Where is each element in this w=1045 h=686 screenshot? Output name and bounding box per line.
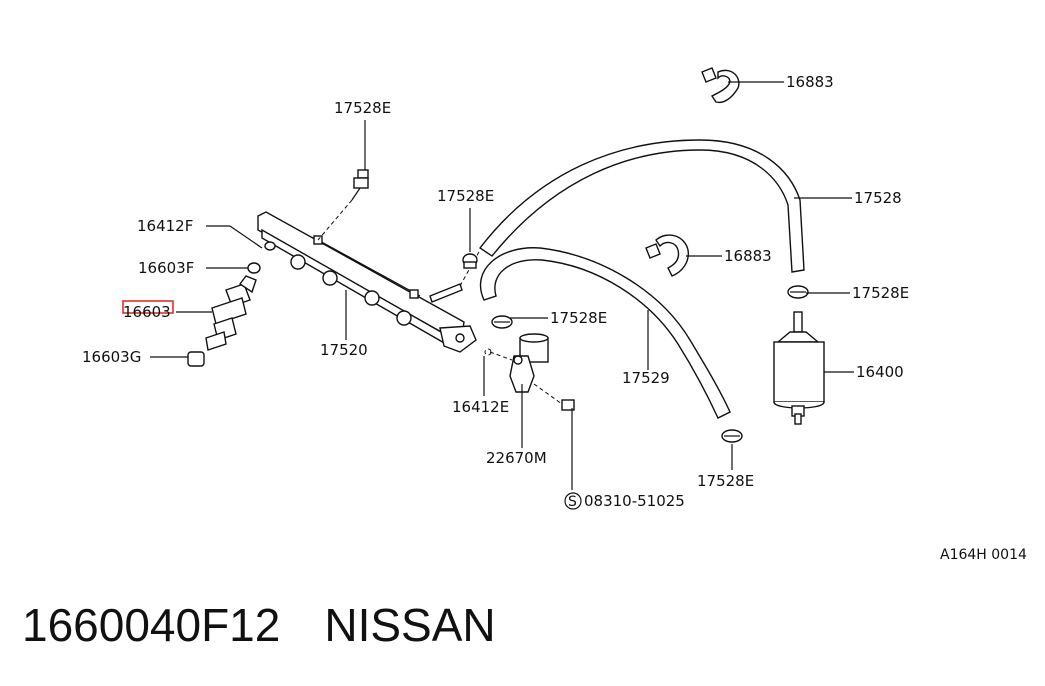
- seal-16603f: [247, 241, 276, 274]
- reference-code: A164H 0014: [940, 547, 1027, 563]
- circled-s-letter: S: [568, 494, 577, 510]
- part-number: 1660040F12: [22, 599, 281, 651]
- caption: 1660040F12 NISSAN: [22, 598, 496, 652]
- label-17520: 17520: [320, 341, 368, 359]
- label-22670m: 22670M: [486, 449, 547, 467]
- label-16603g: 16603G: [82, 348, 141, 366]
- label-16883-a: 16883: [786, 73, 834, 91]
- seal-16603g: [187, 351, 205, 367]
- clip-17528e-center: [462, 253, 478, 269]
- label-17528e-a: 17528E: [334, 99, 391, 117]
- label-16603: 16603: [123, 303, 171, 321]
- fuel-filter-16400: [773, 311, 825, 425]
- clamp-16883-top: [701, 67, 740, 104]
- label-17528e-d: 17528E: [852, 284, 909, 302]
- label-17528e-c: 17528E: [550, 309, 607, 327]
- clip-17528e-filter: [787, 285, 809, 299]
- label-16603f: 16603F: [138, 259, 194, 277]
- hose-17529: [479, 247, 731, 419]
- label-17528: 17528: [854, 189, 902, 207]
- label-16412f: 16412F: [137, 217, 193, 235]
- label-16603-highlight: [122, 300, 174, 314]
- leader-lines: [150, 81, 854, 490]
- pressure-regulator-22670m: [484, 333, 549, 393]
- label-17528e-b: 17528E: [437, 187, 494, 205]
- label-08310-51025: 08310-51025: [584, 492, 685, 510]
- rail-outlet-pipe: [429, 249, 481, 303]
- circled-s-symbol: [564, 492, 582, 510]
- label-16400: 16400: [856, 363, 904, 381]
- injector-16603: [205, 275, 257, 351]
- clip-17528e-bottom: [721, 429, 743, 443]
- label-17529: 17529: [622, 369, 670, 387]
- label-17528e-e: 17528E: [697, 472, 754, 490]
- brand-name: NISSAN: [324, 599, 496, 651]
- bolt-17528e-top: [317, 169, 369, 241]
- fuel-rail-17520: [257, 211, 477, 353]
- clip-17528e-regulator: [491, 315, 513, 329]
- label-16412e: 16412E: [452, 398, 509, 416]
- hose-17528: [478, 139, 805, 273]
- screw-08310-51025: [533, 383, 575, 411]
- clamp-16883-mid: [645, 234, 689, 277]
- label-16883-b: 16883: [724, 247, 772, 265]
